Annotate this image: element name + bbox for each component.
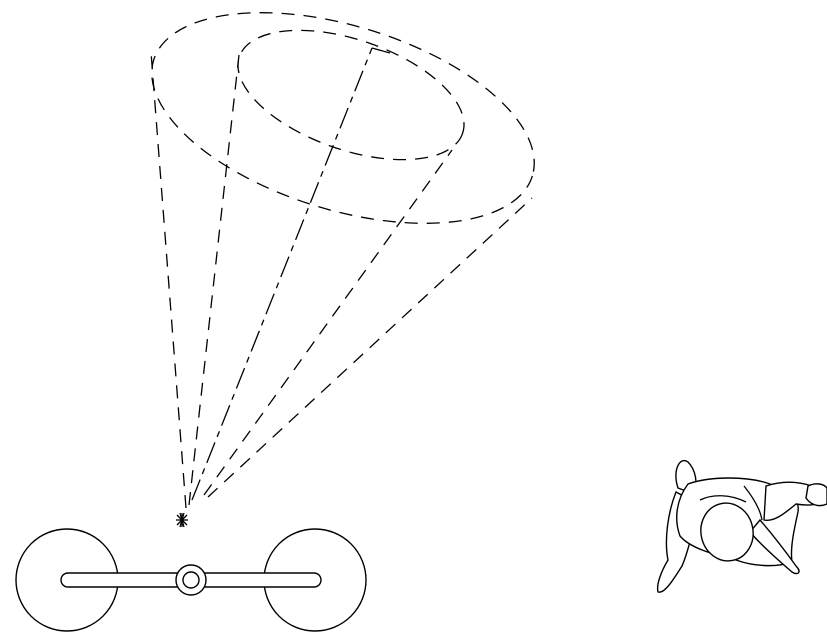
cone-edge-right-outer [207, 197, 533, 498]
cone-axis-line [191, 47, 373, 501]
cone-inner-ellipse [237, 29, 465, 161]
fixture-hub-inner [182, 571, 200, 589]
person-right-hand [805, 483, 827, 507]
light-source-icon [176, 512, 188, 528]
cone-axis-tick [371, 47, 391, 54]
cone-edge-left-inner [188, 54, 240, 506]
cone-outer-ellipse [151, 12, 535, 224]
fixture-left-bar [60, 572, 184, 588]
camera-light-cone [150, 12, 535, 509]
fixture-right-bar [198, 572, 322, 588]
cone-edge-left-outer [150, 51, 187, 509]
person-sleeve-fold [743, 485, 763, 521]
standing-person-top-view [656, 459, 827, 593]
cone-edge-right-inner [203, 149, 453, 496]
person-right-forearm [749, 518, 800, 575]
person-head [700, 502, 754, 562]
person-collar [699, 495, 747, 503]
dumbbell-fixture [15, 528, 367, 632]
